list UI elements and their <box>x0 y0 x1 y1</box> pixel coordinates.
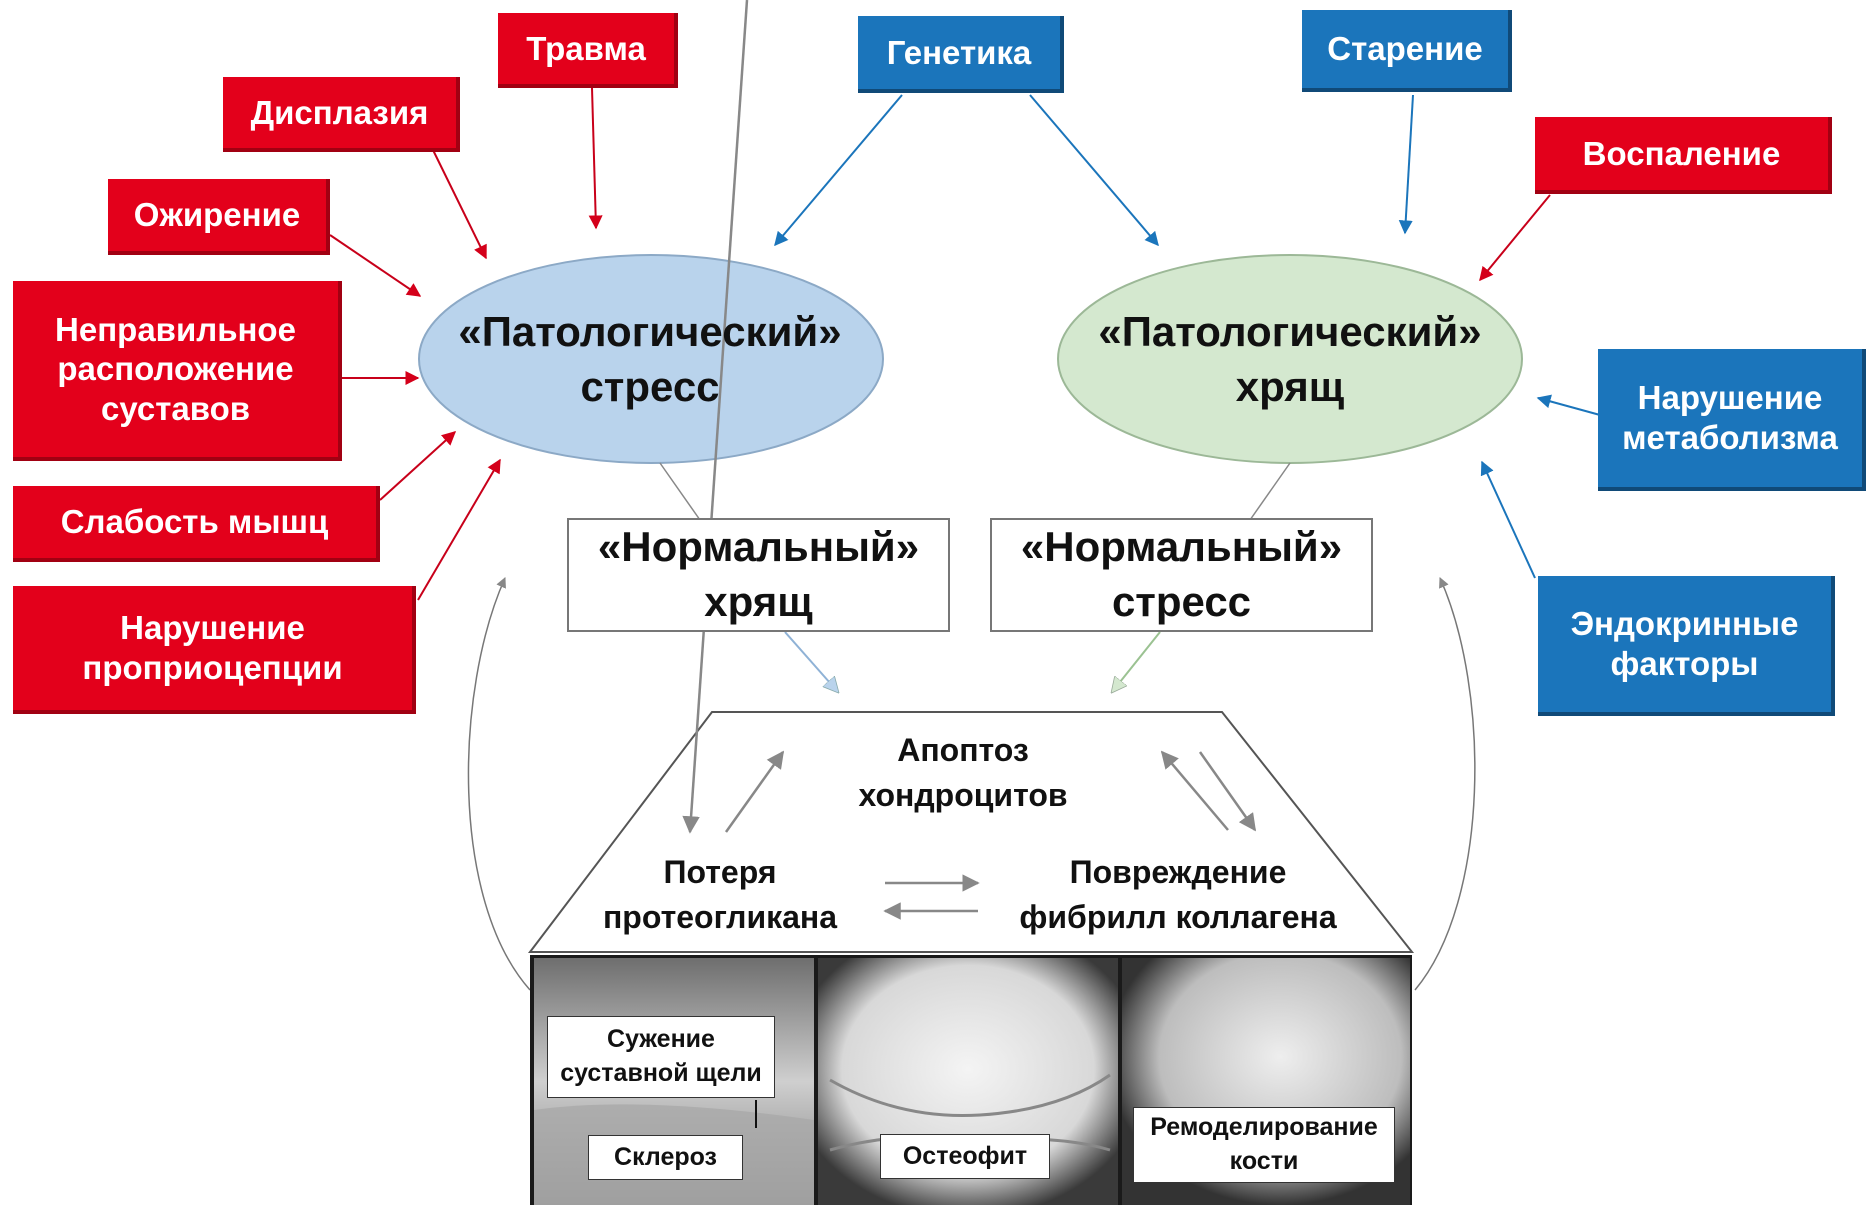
normal-stress-box: «Нормальный» стресс <box>990 518 1373 632</box>
factor-genetics: Генетика <box>858 16 1064 93</box>
right-feedback-curve <box>1414 577 1476 991</box>
xray-label-narrowing: Сужение суставной щели <box>547 1016 775 1098</box>
proteoglycan-text: Потеря протеогликана <box>602 854 838 935</box>
apoptosis-text: Апоптоз хондроцитов <box>858 732 1068 813</box>
xray-label-remodeling: Ремоделирование кости <box>1133 1107 1395 1183</box>
factor-muscle-weakness: Слабость мышц <box>13 486 380 562</box>
blue-arrows <box>774 94 1601 579</box>
normal-cartilage-box: «Нормальный» хрящ <box>567 518 950 632</box>
factor-proprioception: Нарушение проприоцепции <box>13 586 416 714</box>
factor-obesity: Ожирение <box>108 179 330 255</box>
red-arrows <box>329 87 1551 601</box>
cartilage-connector <box>1249 462 1291 521</box>
process-arrows <box>682 0 1257 920</box>
factor-metabolism: Нарушение метаболизма <box>1598 349 1866 491</box>
stress-connector <box>659 462 701 521</box>
normal-stress-arrow <box>1112 631 1161 692</box>
pathologic-cartilage-label: «Патологический» хрящ <box>1098 308 1482 410</box>
factor-inflammation: Воспаление <box>1535 117 1832 194</box>
pathologic-stress-ellipse <box>418 254 884 464</box>
factor-malalignment: Неправильное расположение суставов <box>13 281 342 461</box>
factor-endocrine: Эндокринные факторы <box>1538 576 1835 716</box>
normal-cartilage-arrow <box>784 631 838 692</box>
xray-label-osteophyte: Остеофит <box>880 1134 1050 1179</box>
factor-dysplasia: Дисплазия <box>223 77 460 152</box>
left-feedback-curve <box>467 577 531 991</box>
collagen-text: Повреждение фибрилл коллагена <box>1019 854 1337 935</box>
process-trapezoid <box>527 711 1415 953</box>
factor-trauma: Травма <box>498 13 678 88</box>
pathologic-stress-label: «Патологический» стресс <box>458 308 842 410</box>
factor-aging: Старение <box>1302 10 1512 92</box>
xray-label-sclerosis: Склероз <box>588 1135 743 1180</box>
